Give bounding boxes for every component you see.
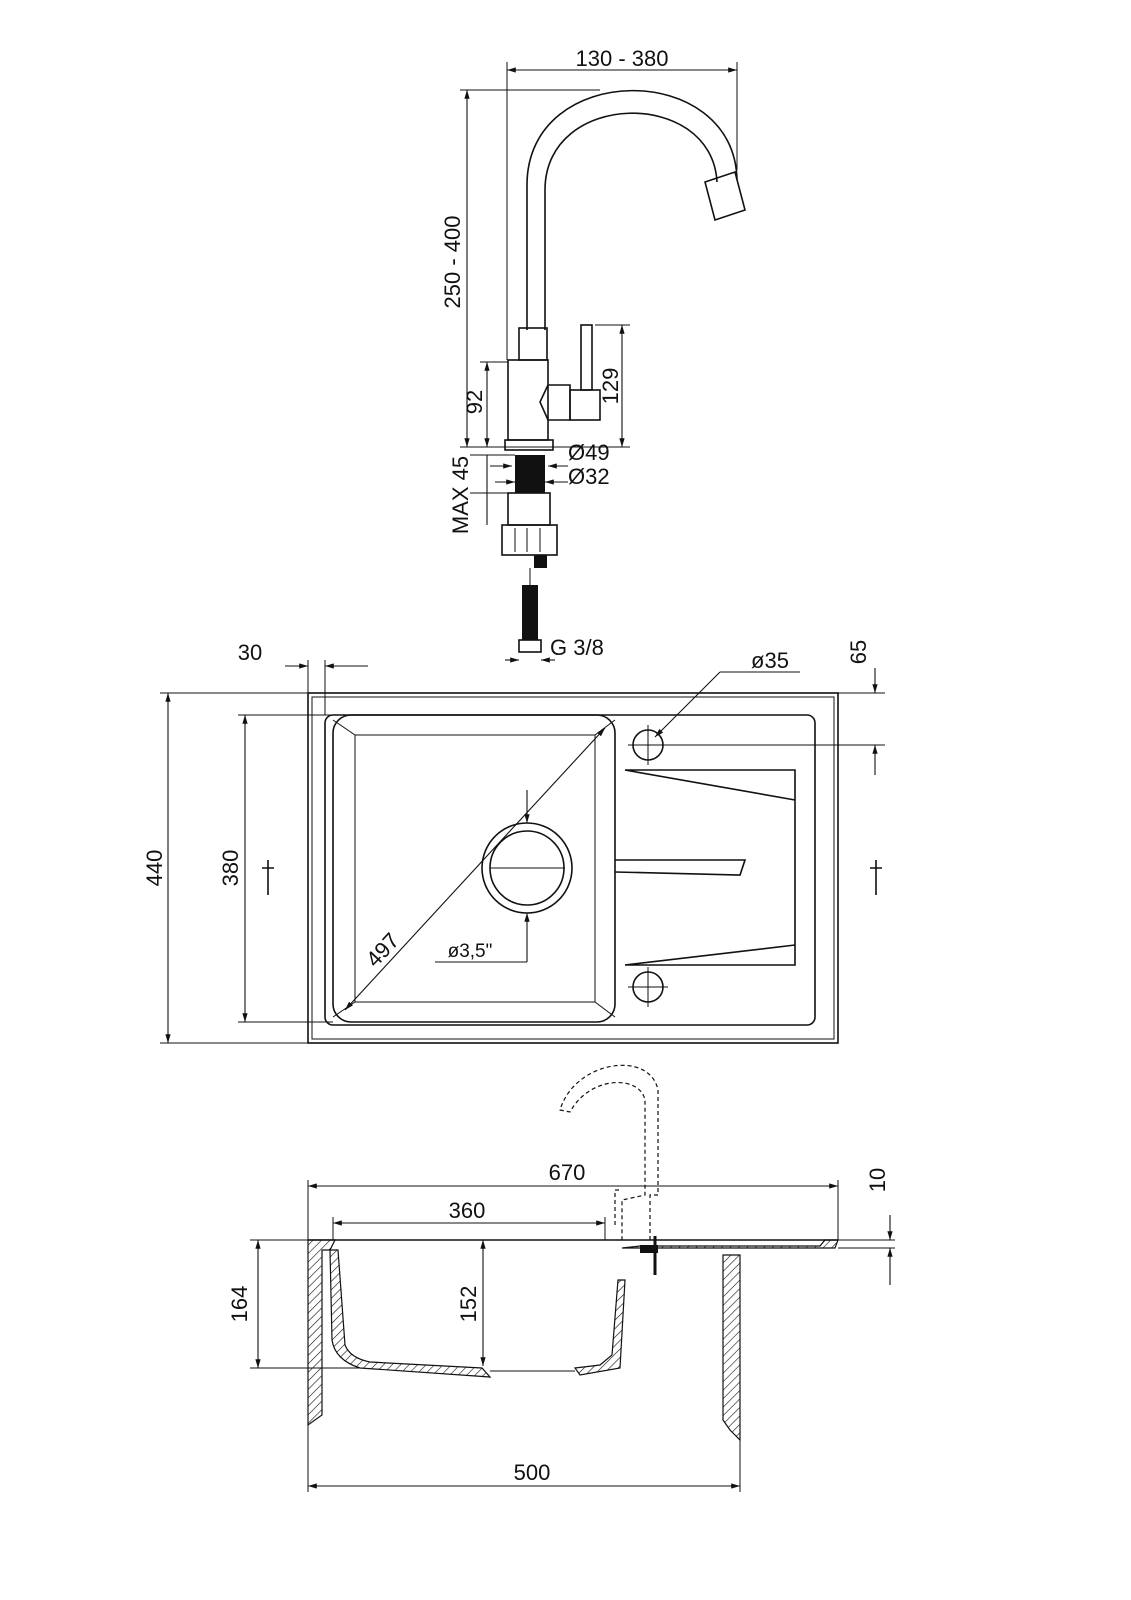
overall-height-label: 164 [227,1286,252,1323]
max-thickness-label: MAX 45 [448,456,473,534]
section-dimensions: 670 360 10 164 152 500 [227,1160,895,1492]
bowl-depth-label: 380 [218,850,243,887]
overall-depth-label: 440 [142,850,167,887]
faucet-reach-label: 130 - 380 [576,46,669,71]
diagonal-label: 497 [361,928,404,972]
hole-diameter-label: ø35 [751,648,789,673]
body-height-label: 92 [462,390,487,414]
rim-thickness-label: 10 [865,1168,890,1192]
faucet-height-label: 250 - 400 [440,216,465,309]
connection-label: G 3/8 [550,635,604,660]
drain-diameter-label: ø3,5" [448,941,493,962]
faucet-dimensions: 130 - 380 250 - 400 92 129 Ø49 Ø32 MAX 4… [440,46,738,663]
offset-label: 30 [238,640,262,665]
base-diameter-label: Ø49 [568,440,610,465]
overall-width-label: 670 [549,1160,586,1185]
top-view-dimensions: 30 65 ø35 440 380 497 ø3,5" [142,640,885,1044]
cabinet-width-label: 500 [514,1460,551,1485]
lever-height-label: 129 [598,368,623,405]
thread-diameter-label: Ø32 [568,464,610,489]
faucet-side-view [501,89,746,653]
hole-offset-label: 65 [846,640,871,664]
sink-section-view [307,1064,839,1442]
bowl-height-label: 152 [456,1286,481,1323]
bowl-width-label: 360 [449,1198,486,1223]
